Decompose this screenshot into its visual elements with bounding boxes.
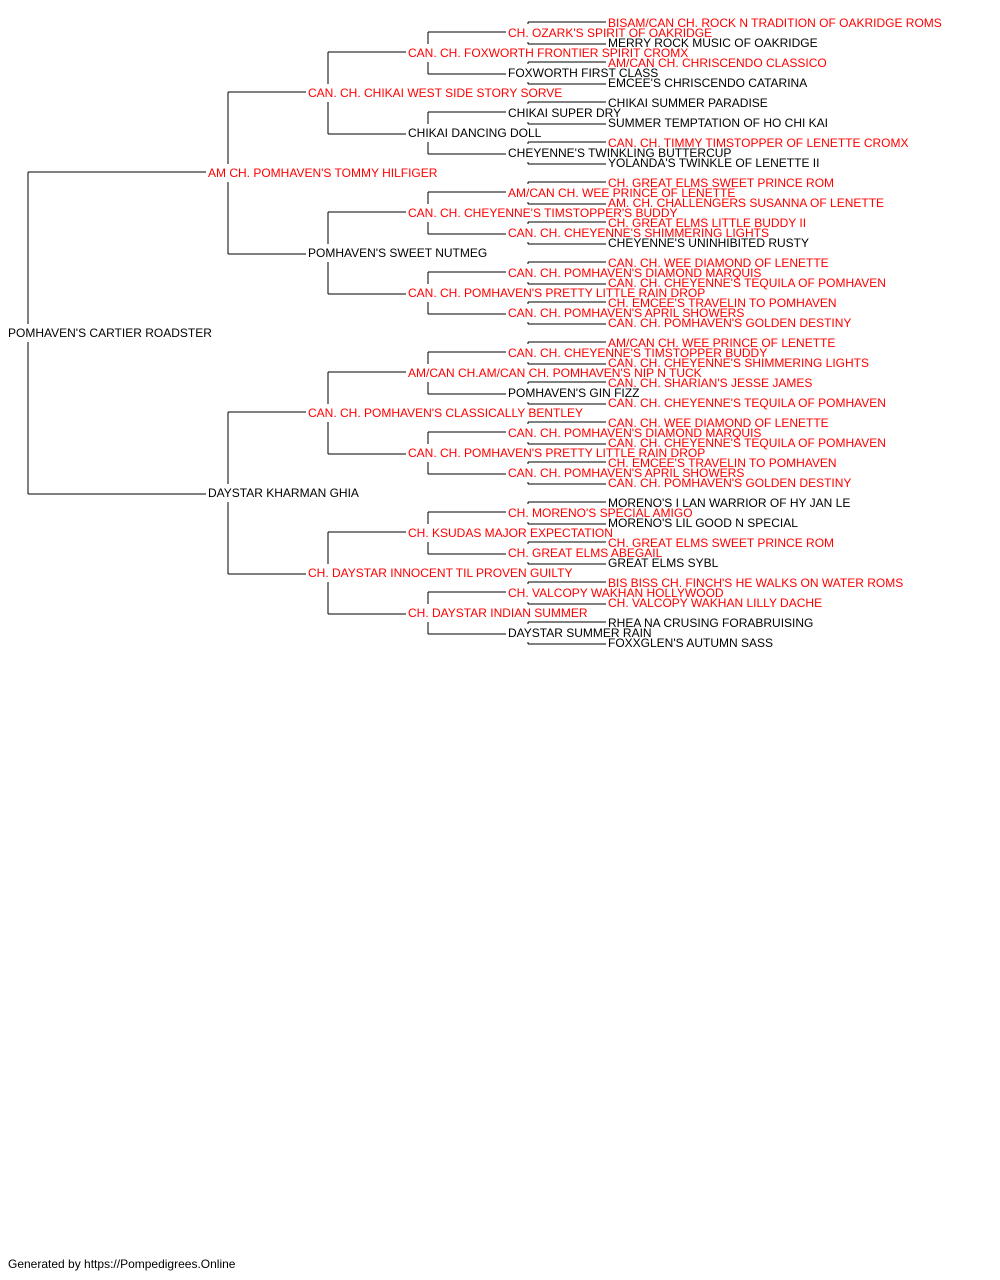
ancestor-name-gen-4: DAYSTAR SUMMER RAIN (508, 626, 652, 640)
ancestor-name-gen-1: DAYSTAR KHARMAN GHIA (208, 486, 359, 500)
ancestor-name-gen-2: CAN. CH. CHIKAI WEST SIDE STORY SORVE (308, 86, 562, 100)
ancestor-name-gen-4: CH. OZARK'S SPIRIT OF OAKRIDGE (508, 26, 712, 40)
ancestor-name-gen-4: FOXWORTH FIRST CLASS (508, 66, 658, 80)
ancestor-name-gen-5: AM/CAN CH. WEE PRINCE OF LENETTE (608, 336, 835, 350)
ancestor-name-gen-5: CAN. CH. WEE DIAMOND OF LENETTE (608, 256, 829, 270)
ancestor-name-gen-5: AM. CH. CHALLENGERS SUSANNA OF LENETTE (608, 196, 884, 210)
ancestor-name-gen-5: BIS BISS CH. FINCH'S HE WALKS ON WATER R… (608, 576, 903, 590)
ancestor-name-gen-5: CAN. CH. POMHAVEN'S GOLDEN DESTINY (608, 316, 851, 330)
ancestor-name-gen-4: CAN. CH. POMHAVEN'S DIAMOND MARQUIS (508, 266, 761, 280)
ancestor-name-gen-5: GREAT ELMS SYBL (608, 556, 719, 570)
ancestor-name-gen-3: CH. KSUDAS MAJOR EXPECTATION (408, 526, 613, 540)
ancestor-name-gen-4: CH. VALCOPY WAKHAN HOLLYWOOD (508, 586, 724, 600)
ancestor-name-gen-5: CH. EMCEE'S TRAVELIN TO POMHAVEN (608, 456, 837, 470)
ancestor-name-gen-4: CAN. CH. POMHAVEN'S APRIL SHOWERS (508, 306, 744, 320)
ancestor-name-gen-4: AM/CAN CH. WEE PRINCE OF LENETTE (508, 186, 735, 200)
ancestor-name-gen-4: CHEYENNE'S TWINKLING BUTTERCUP (508, 146, 731, 160)
ancestor-name-gen-5: SUMMER TEMPTATION OF HO CHI KAI (608, 116, 828, 130)
ancestor-name-gen-5: CAN. CH. TIMMY TIMSTOPPER OF LENETTE CRO… (608, 136, 908, 150)
ancestor-name-gen-5: CHIKAI SUMMER PARADISE (608, 96, 768, 110)
ancestor-name-gen-3: CH. DAYSTAR INDIAN SUMMER (408, 606, 588, 620)
ancestor-name-gen-5: CH. GREAT ELMS SWEET PRINCE ROM (608, 176, 834, 190)
ancestor-name-gen-5: BISAM/CAN CH. ROCK N TRADITION OF OAKRID… (608, 16, 942, 30)
ancestor-name-gen-5: MORENO'S LIL GOOD N SPECIAL (608, 516, 798, 530)
ancestor-name-gen-5: MORENO'S I LAN WARRIOR OF HY JAN LE (608, 496, 850, 510)
ancestor-name-gen-5: CAN. CH. WEE DIAMOND OF LENETTE (608, 416, 829, 430)
ancestor-name-gen-5: CAN. CH. CHEYENNE'S TEQUILA OF POMHAVEN (608, 396, 886, 410)
ancestor-name-gen-5: CAN. CH. CHEYENNE'S SHIMMERING LIGHTS (608, 356, 869, 370)
ancestor-name-gen-5: MERRY ROCK MUSIC OF OAKRIDGE (608, 36, 818, 50)
connector-lines (27, 21, 606, 645)
ancestor-name-gen-1: AM CH. POMHAVEN'S TOMMY HILFIGER (208, 166, 438, 180)
ancestor-name-gen-5: CAN. CH. POMHAVEN'S GOLDEN DESTINY (608, 476, 851, 490)
ancestor-name-gen-3: CAN. CH. FOXWORTH FRONTIER SPIRIT CROMX (408, 46, 688, 60)
ancestor-name-gen-2: CAN. CH. POMHAVEN'S CLASSICALLY BENTLEY (308, 406, 583, 420)
ancestor-name-gen-5: CH. VALCOPY WAKHAN LILLY DACHE (608, 596, 822, 610)
ancestor-name-gen-5: CH. GREAT ELMS LITTLE BUDDY II (608, 216, 806, 230)
ancestor-name-gen-4: POMHAVEN'S GIN FIZZ (508, 386, 639, 400)
ancestor-name-gen-5: CAN. CH. CHEYENNE'S TEQUILA OF POMHAVEN (608, 436, 886, 450)
ancestor-name-gen-2: CH. DAYSTAR INNOCENT TIL PROVEN GUILTY (308, 566, 573, 580)
ancestor-name-gen-5: YOLANDA'S TWINKLE OF LENETTE II (608, 156, 819, 170)
ancestor-name-gen-4: CH. GREAT ELMS ABEGAIL (508, 546, 663, 560)
ancestor-name-gen-5: CHEYENNE'S UNINHIBITED RUSTY (608, 236, 809, 250)
subject-dog-name: POMHAVEN'S CARTIER ROADSTER (8, 326, 212, 340)
ancestor-name-gen-4: CAN. CH. CHEYENNE'S TIMSTOPPER BUDDY (508, 346, 767, 360)
dog-labels: POMHAVEN'S CARTIER ROADSTER AM CH. POMHAV… (8, 16, 942, 650)
ancestor-name-gen-5: EMCEE'S CHRISCENDO CATARINA (608, 76, 807, 90)
ancestor-name-gen-2: POMHAVEN'S SWEET NUTMEG (308, 246, 487, 260)
ancestor-name-gen-4: CAN. CH. POMHAVEN'S APRIL SHOWERS (508, 466, 744, 480)
ancestor-name-gen-5: RHEA NA CRUSING FORABRUISING (608, 616, 813, 630)
ancestor-name-gen-5: FOXXGLEN'S AUTUMN SASS (608, 636, 773, 650)
ancestor-name-gen-3: CHIKAI DANCING DOLL (408, 126, 542, 140)
ancestor-name-gen-4: CH. MORENO'S SPECIAL AMIGO (508, 506, 693, 520)
footer-credit: Generated by https://Pompedigrees.Online (8, 1257, 236, 1271)
ancestor-name-gen-3: CAN. CH. POMHAVEN'S PRETTY LITTLE RAIN D… (408, 446, 705, 460)
ancestor-name-gen-4: CHIKAI SUPER DRY (508, 106, 621, 120)
ancestor-name-gen-5: CH. GREAT ELMS SWEET PRINCE ROM (608, 536, 834, 550)
ancestor-name-gen-4: CAN. CH. CHEYENNE'S SHIMMERING LIGHTS (508, 226, 769, 240)
ancestor-name-gen-4: CAN. CH. POMHAVEN'S DIAMOND MARQUIS (508, 426, 761, 440)
ancestor-name-gen-3: AM/CAN CH.AM/CAN CH. POMHAVEN'S NIP N TU… (408, 366, 702, 380)
ancestor-name-gen-5: CAN. CH. SHARIAN'S JESSE JAMES (608, 376, 812, 390)
ancestor-name-gen-5: CH. EMCEE'S TRAVELIN TO POMHAVEN (608, 296, 837, 310)
ancestor-name-gen-3: CAN. CH. CHEYENNE'S TIMSTOPPER'S BUDDY (408, 206, 678, 220)
ancestor-name-gen-5: AM/CAN CH. CHRISCENDO CLASSICO (608, 56, 827, 70)
ancestor-name-gen-3: CAN. CH. POMHAVEN'S PRETTY LITTLE RAIN D… (408, 286, 705, 300)
ancestor-name-gen-5: CAN. CH. CHEYENNE'S TEQUILA OF POMHAVEN (608, 276, 886, 290)
